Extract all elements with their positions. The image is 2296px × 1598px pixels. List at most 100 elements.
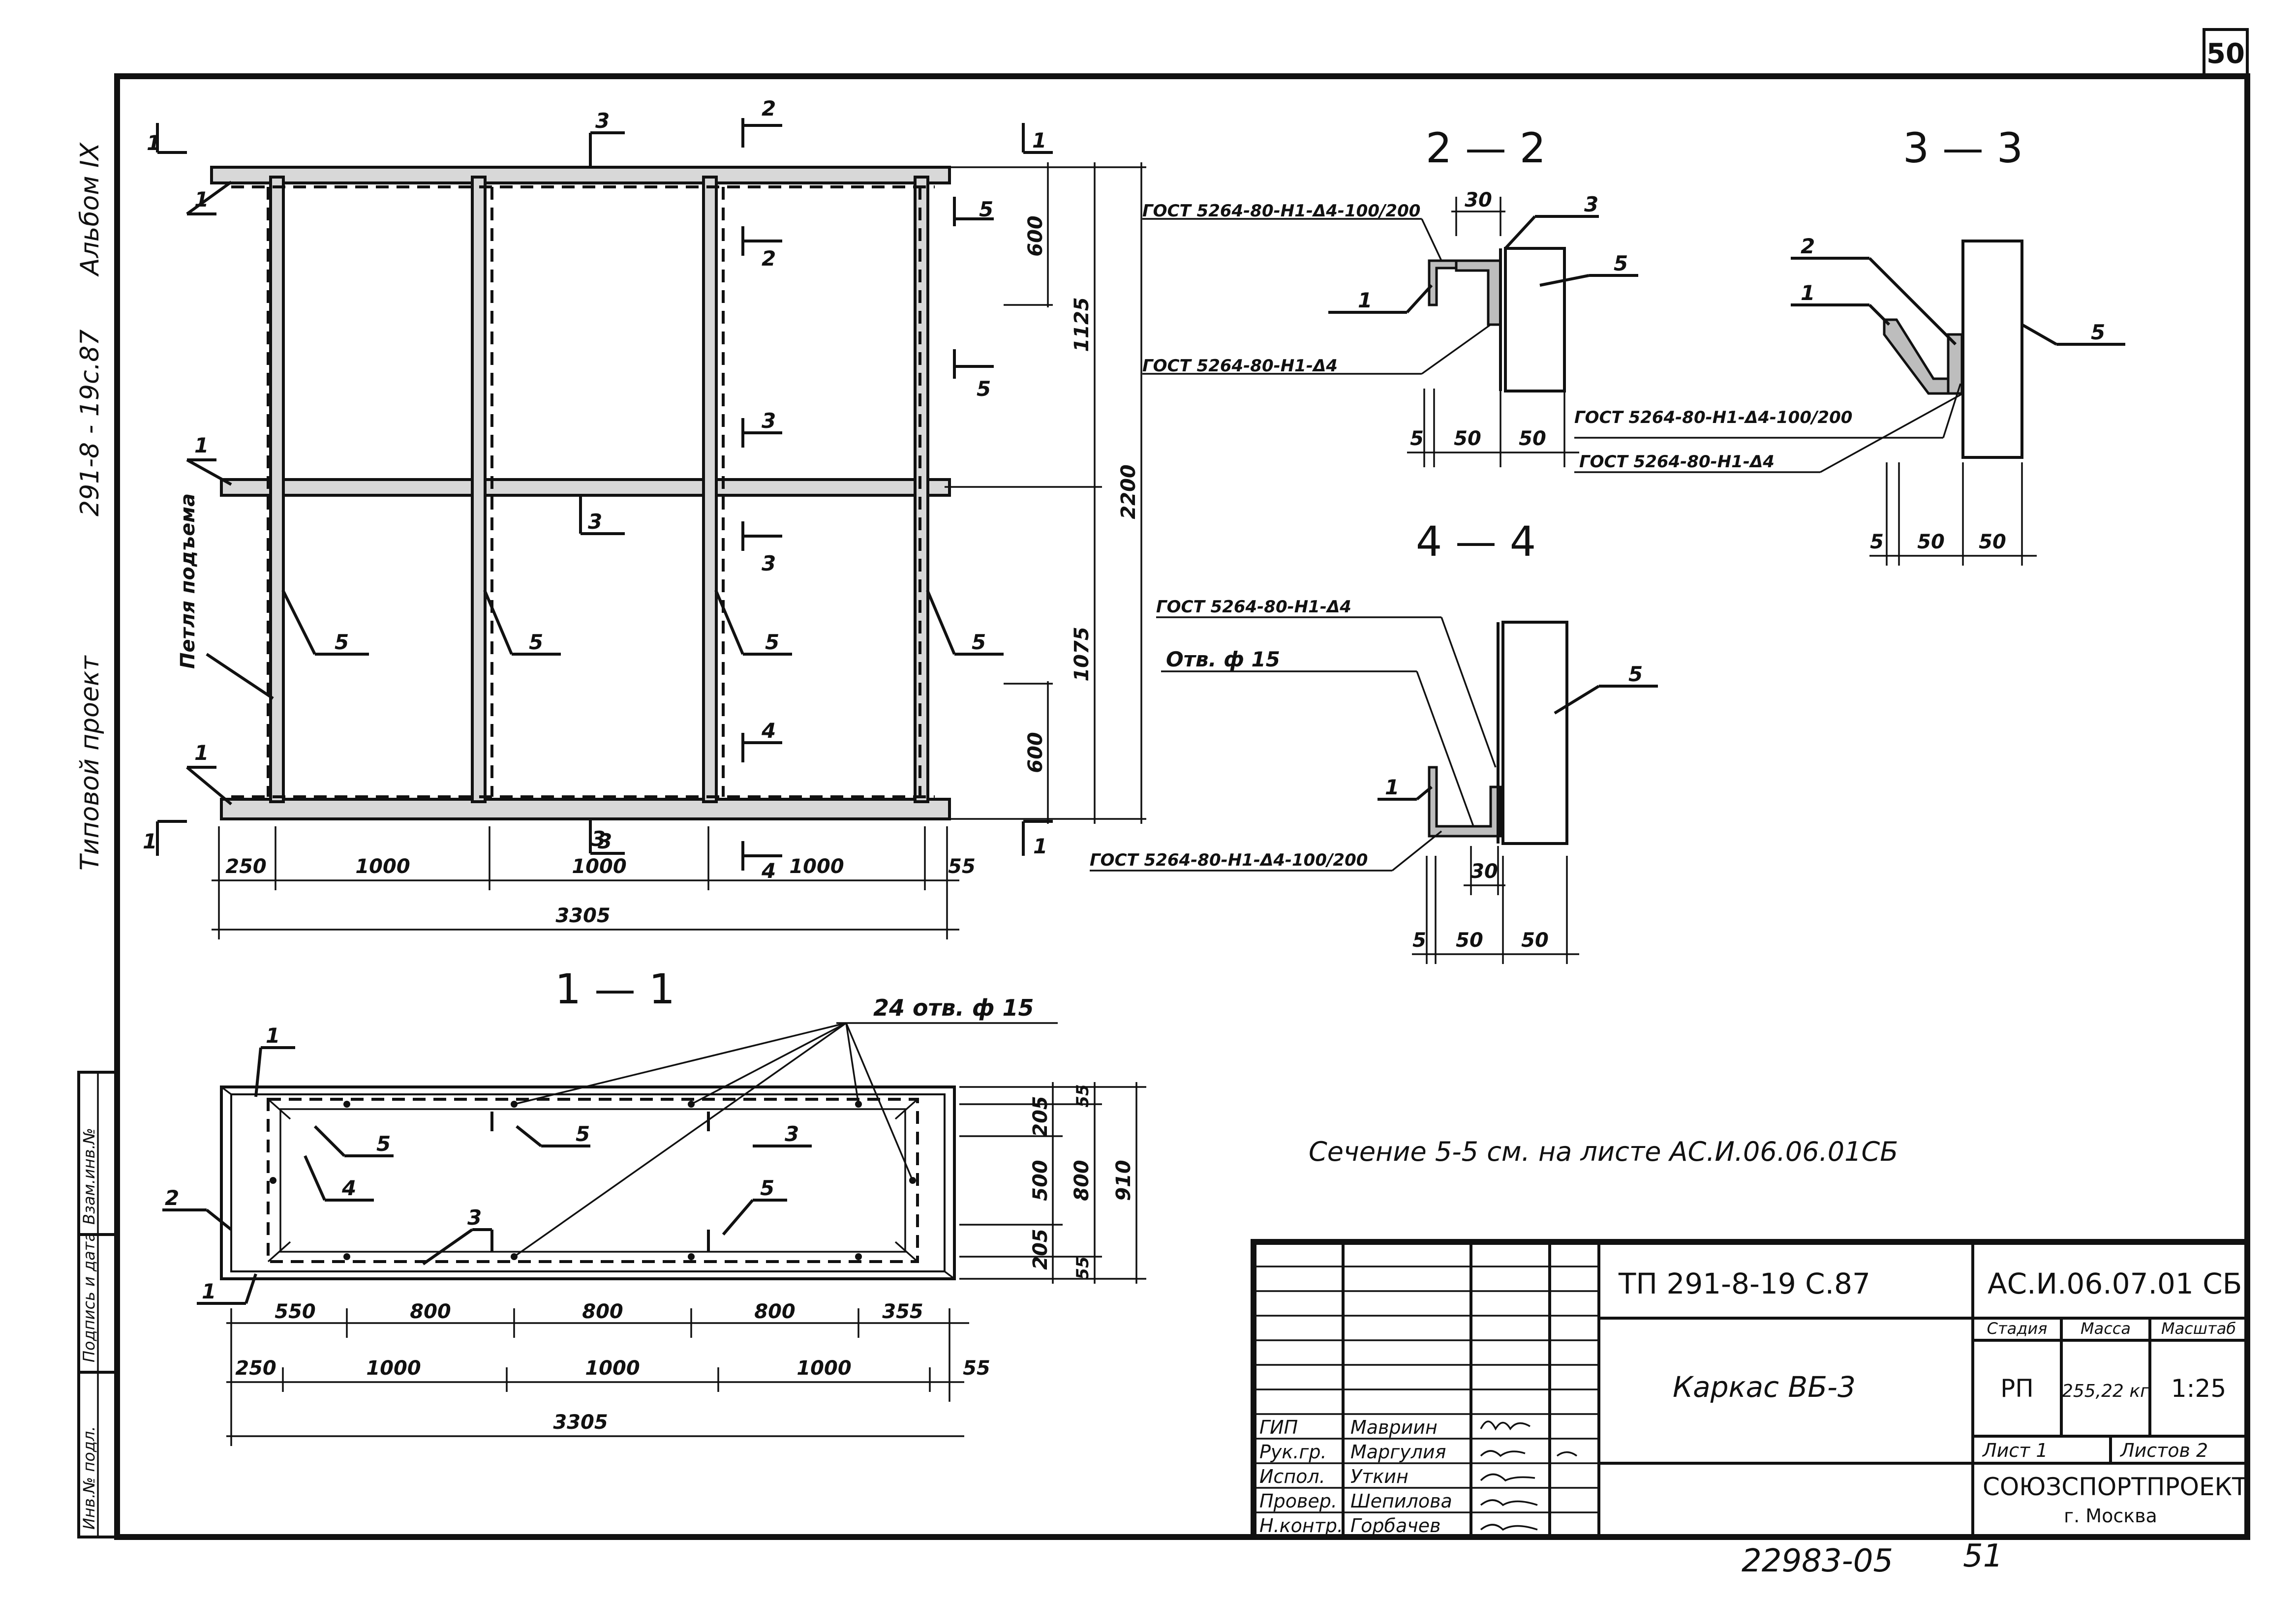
mark-3-bottom: 3 <box>762 551 776 575</box>
callout-2-2-5: 5 <box>1614 251 1628 275</box>
section-title-4-4: 4 — 4 <box>1416 517 1536 566</box>
dim-w-1000-a: 1000 <box>355 855 410 878</box>
dim-3-3-50-a: 50 <box>1917 531 1945 553</box>
callout-3-top: 3 <box>595 109 610 133</box>
tb-role-4: Н.контр. <box>1259 1515 1343 1537</box>
weld-3-3-b: ГОСТ 5264-80-Н1-Δ4 <box>1579 452 1775 472</box>
mark-1-bl: 1 <box>143 829 157 853</box>
mark-2-top: 2 <box>762 96 776 121</box>
plan-callout-5-b: 5 <box>576 1122 590 1146</box>
dim-total-width: 3305 <box>555 905 610 927</box>
post-3 <box>702 176 718 803</box>
tb-sheet: Лист 1 <box>1982 1440 2048 1461</box>
plan-rdim-55-bottom: 55 <box>1073 1256 1093 1279</box>
mark-5-bottom: 5 <box>977 377 991 401</box>
plan-holes: 24 отв. ф 15 <box>873 995 1034 1021</box>
plan-rdim-55-top: 55 <box>1073 1084 1093 1107</box>
mark-3-top: 3 <box>762 409 776 433</box>
callout-1-top: 1 <box>194 187 209 211</box>
stamp-replace: Взам.инв.№ <box>80 1128 98 1225</box>
section-2-2: 2 — 2 ГОСТ 5264-80-Н1-Δ4-100/200 ГОСТ 52… <box>1142 124 1638 467</box>
section-title-2-2: 2 — 2 <box>1426 124 1546 172</box>
frame-elevation: 1 1 1 1 2 2 5 5 3 3 4 4 3 1 1 1 3 3 3 <box>143 96 1146 939</box>
dim-3-3-5: 5 <box>1870 531 1884 553</box>
callout-5-a: 5 <box>335 630 349 654</box>
post-2 <box>471 176 487 803</box>
dim-h-1125: 1125 <box>1071 297 1093 352</box>
plan-dim-355: 355 <box>882 1300 923 1323</box>
tb-name-2: Уткин <box>1350 1466 1408 1487</box>
dim-3-3-50-b: 50 <box>1979 531 2006 553</box>
plan-rdim-800: 800 <box>1071 1160 1093 1201</box>
mark-2-bottom: 2 <box>762 246 776 271</box>
stamp-sign: Подпись и дата <box>80 1232 98 1362</box>
plan-dim-1000-b: 1000 <box>585 1357 640 1380</box>
post-1 <box>269 176 285 803</box>
tb-project: ТП 291-8-19 С.87 <box>1618 1267 1870 1300</box>
side-album: Альбом IX <box>75 142 105 277</box>
mark-4-top: 4 <box>761 719 776 743</box>
hole-4-4: Отв. ф 15 <box>1166 647 1280 671</box>
tb-name-1: Маргулия <box>1350 1441 1446 1463</box>
plan-dim-total: 3305 <box>553 1411 608 1434</box>
signatures <box>1480 1420 1578 1531</box>
dim-h-600-top: 600 <box>1024 215 1047 257</box>
plan-callout-5-a: 5 <box>376 1132 391 1156</box>
tb-sheets: Листов 2 <box>2119 1440 2208 1461</box>
sheet-number: 50 <box>2206 38 2245 70</box>
dim-4-4-50-a: 50 <box>1456 929 1483 952</box>
bottom-chord <box>220 798 951 820</box>
weld-4-4-a: ГОСТ 5264-80-Н1-Δ4 <box>1156 597 1351 617</box>
mark-3-lower: 3 <box>591 827 606 851</box>
dim-w-1000-b: 1000 <box>572 855 626 878</box>
tb-doc-code: АС.И.06.07.01 СБ <box>1988 1267 2242 1300</box>
dim-4-4-50-b: 50 <box>1521 929 1549 952</box>
section-3-3: 3 — 3 2 1 5 ГОСТ 5264-80-Н1-Δ4-100/200 Г… <box>1574 124 2125 566</box>
weld-3-3-a: ГОСТ 5264-80-Н1-Δ4-100/200 <box>1574 408 1852 427</box>
callout-3-3-2: 2 <box>1801 234 1815 258</box>
tb-mass-hdr: Масса <box>2081 1319 2131 1338</box>
callout-5-d: 5 <box>972 630 986 654</box>
tb-role-1: Рук.гр. <box>1259 1441 1327 1463</box>
callout-1-bottom: 1 <box>194 741 209 765</box>
dim-w-55: 55 <box>948 855 976 878</box>
plan-callout-1-bottom: 1 <box>202 1279 216 1303</box>
plan-callout-2: 2 <box>165 1186 179 1210</box>
middle-chord <box>220 478 951 497</box>
stamp-inv: Инв.№ подл. <box>80 1426 98 1530</box>
dim-h-1075: 1075 <box>1071 627 1093 681</box>
dim-4-4-30: 30 <box>1470 860 1498 883</box>
callout-3-bottom: 3 <box>598 829 612 853</box>
callout-4-4-5: 5 <box>1628 662 1643 686</box>
plan-rdim-205-bottom: 205 <box>1029 1229 1052 1270</box>
tb-role-3: Провер. <box>1259 1490 1337 1512</box>
callout-3-mid: 3 <box>588 510 602 534</box>
top-chord <box>210 166 951 184</box>
side-project-type: Типовой проект <box>75 655 105 871</box>
dim-2-2-30: 30 <box>1465 189 1492 211</box>
section-4-4: 4 — 4 ГОСТ 5264-80-Н1-Δ4 Отв. ф 15 1 5 Г… <box>1090 517 1658 964</box>
callout-5-c: 5 <box>765 630 779 654</box>
plan-1-1: 1 — 1 24 отв. ф 15 <box>162 965 1146 1446</box>
callout-4-4-1: 1 <box>1385 775 1399 799</box>
dim-2-2-50-b: 50 <box>1519 427 1546 450</box>
plan-dim-800-a: 800 <box>410 1300 451 1323</box>
dim-w-1000-c: 1000 <box>789 855 844 878</box>
tb-mass: 255,22 кг <box>2062 1381 2150 1401</box>
plan-callout-3-bottom: 3 <box>467 1206 482 1230</box>
dim-2-2-50-a: 50 <box>1454 427 1481 450</box>
plan-dim-550: 550 <box>275 1300 316 1323</box>
mark-1-tr: 1 <box>1032 128 1046 152</box>
dim-4-4-5: 5 <box>1412 929 1426 952</box>
order-number: 22983-05 <box>1742 1543 1893 1579</box>
tb-name-3: Шепилова <box>1350 1490 1452 1512</box>
plan-callout-5-c: 5 <box>760 1176 774 1200</box>
plan-dim-800-c: 800 <box>754 1300 796 1323</box>
plan-rdim-910: 910 <box>1112 1160 1135 1201</box>
callout-3-3-1: 1 <box>1801 281 1815 305</box>
side-project-code: 291-8 - 19с.87 <box>75 330 105 516</box>
tb-role-2: Испол. <box>1259 1466 1325 1487</box>
weld-2-2-b: ГОСТ 5264-80-Н1-Δ4 <box>1142 356 1338 376</box>
tb-scale: 1:25 <box>2171 1374 2226 1403</box>
